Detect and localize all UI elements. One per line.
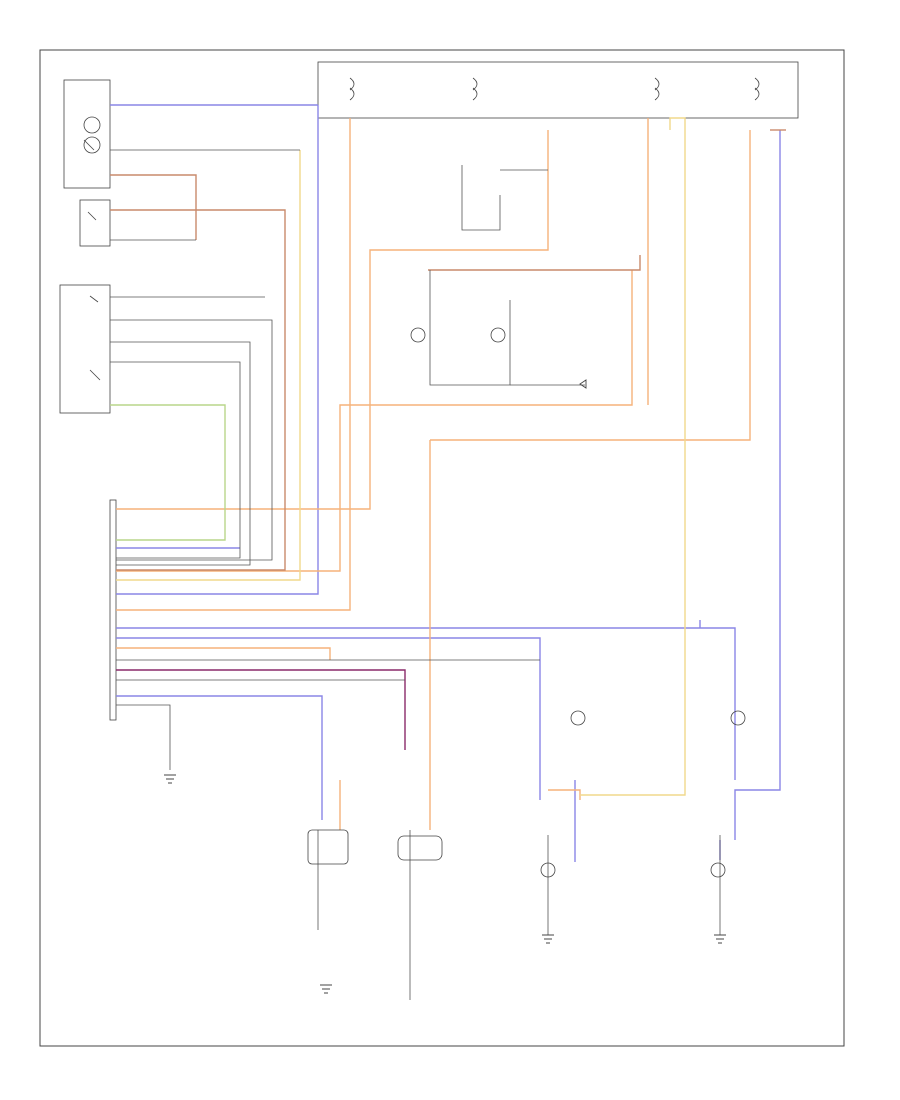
brown-wires (110, 129, 786, 571)
orange-wires (116, 118, 751, 830)
diagram-frame (39, 49, 845, 1047)
green-wires (110, 404, 226, 541)
gray-wires (110, 149, 721, 1000)
dimmer-switch (79, 199, 111, 247)
relay-switch-icon (83, 116, 101, 381)
lamp-icon (410, 327, 746, 878)
connector-block (109, 499, 117, 721)
ground-icon (164, 379, 726, 994)
fuse-junction-box (317, 61, 799, 119)
connector-icon (307, 829, 443, 865)
yellow-wires (116, 117, 686, 796)
multifunction-switch (59, 284, 111, 414)
blue-wires (110, 104, 781, 862)
headlamp-switch-module (63, 79, 111, 189)
fuse-icon (349, 77, 760, 101)
violet-wires (116, 669, 406, 750)
